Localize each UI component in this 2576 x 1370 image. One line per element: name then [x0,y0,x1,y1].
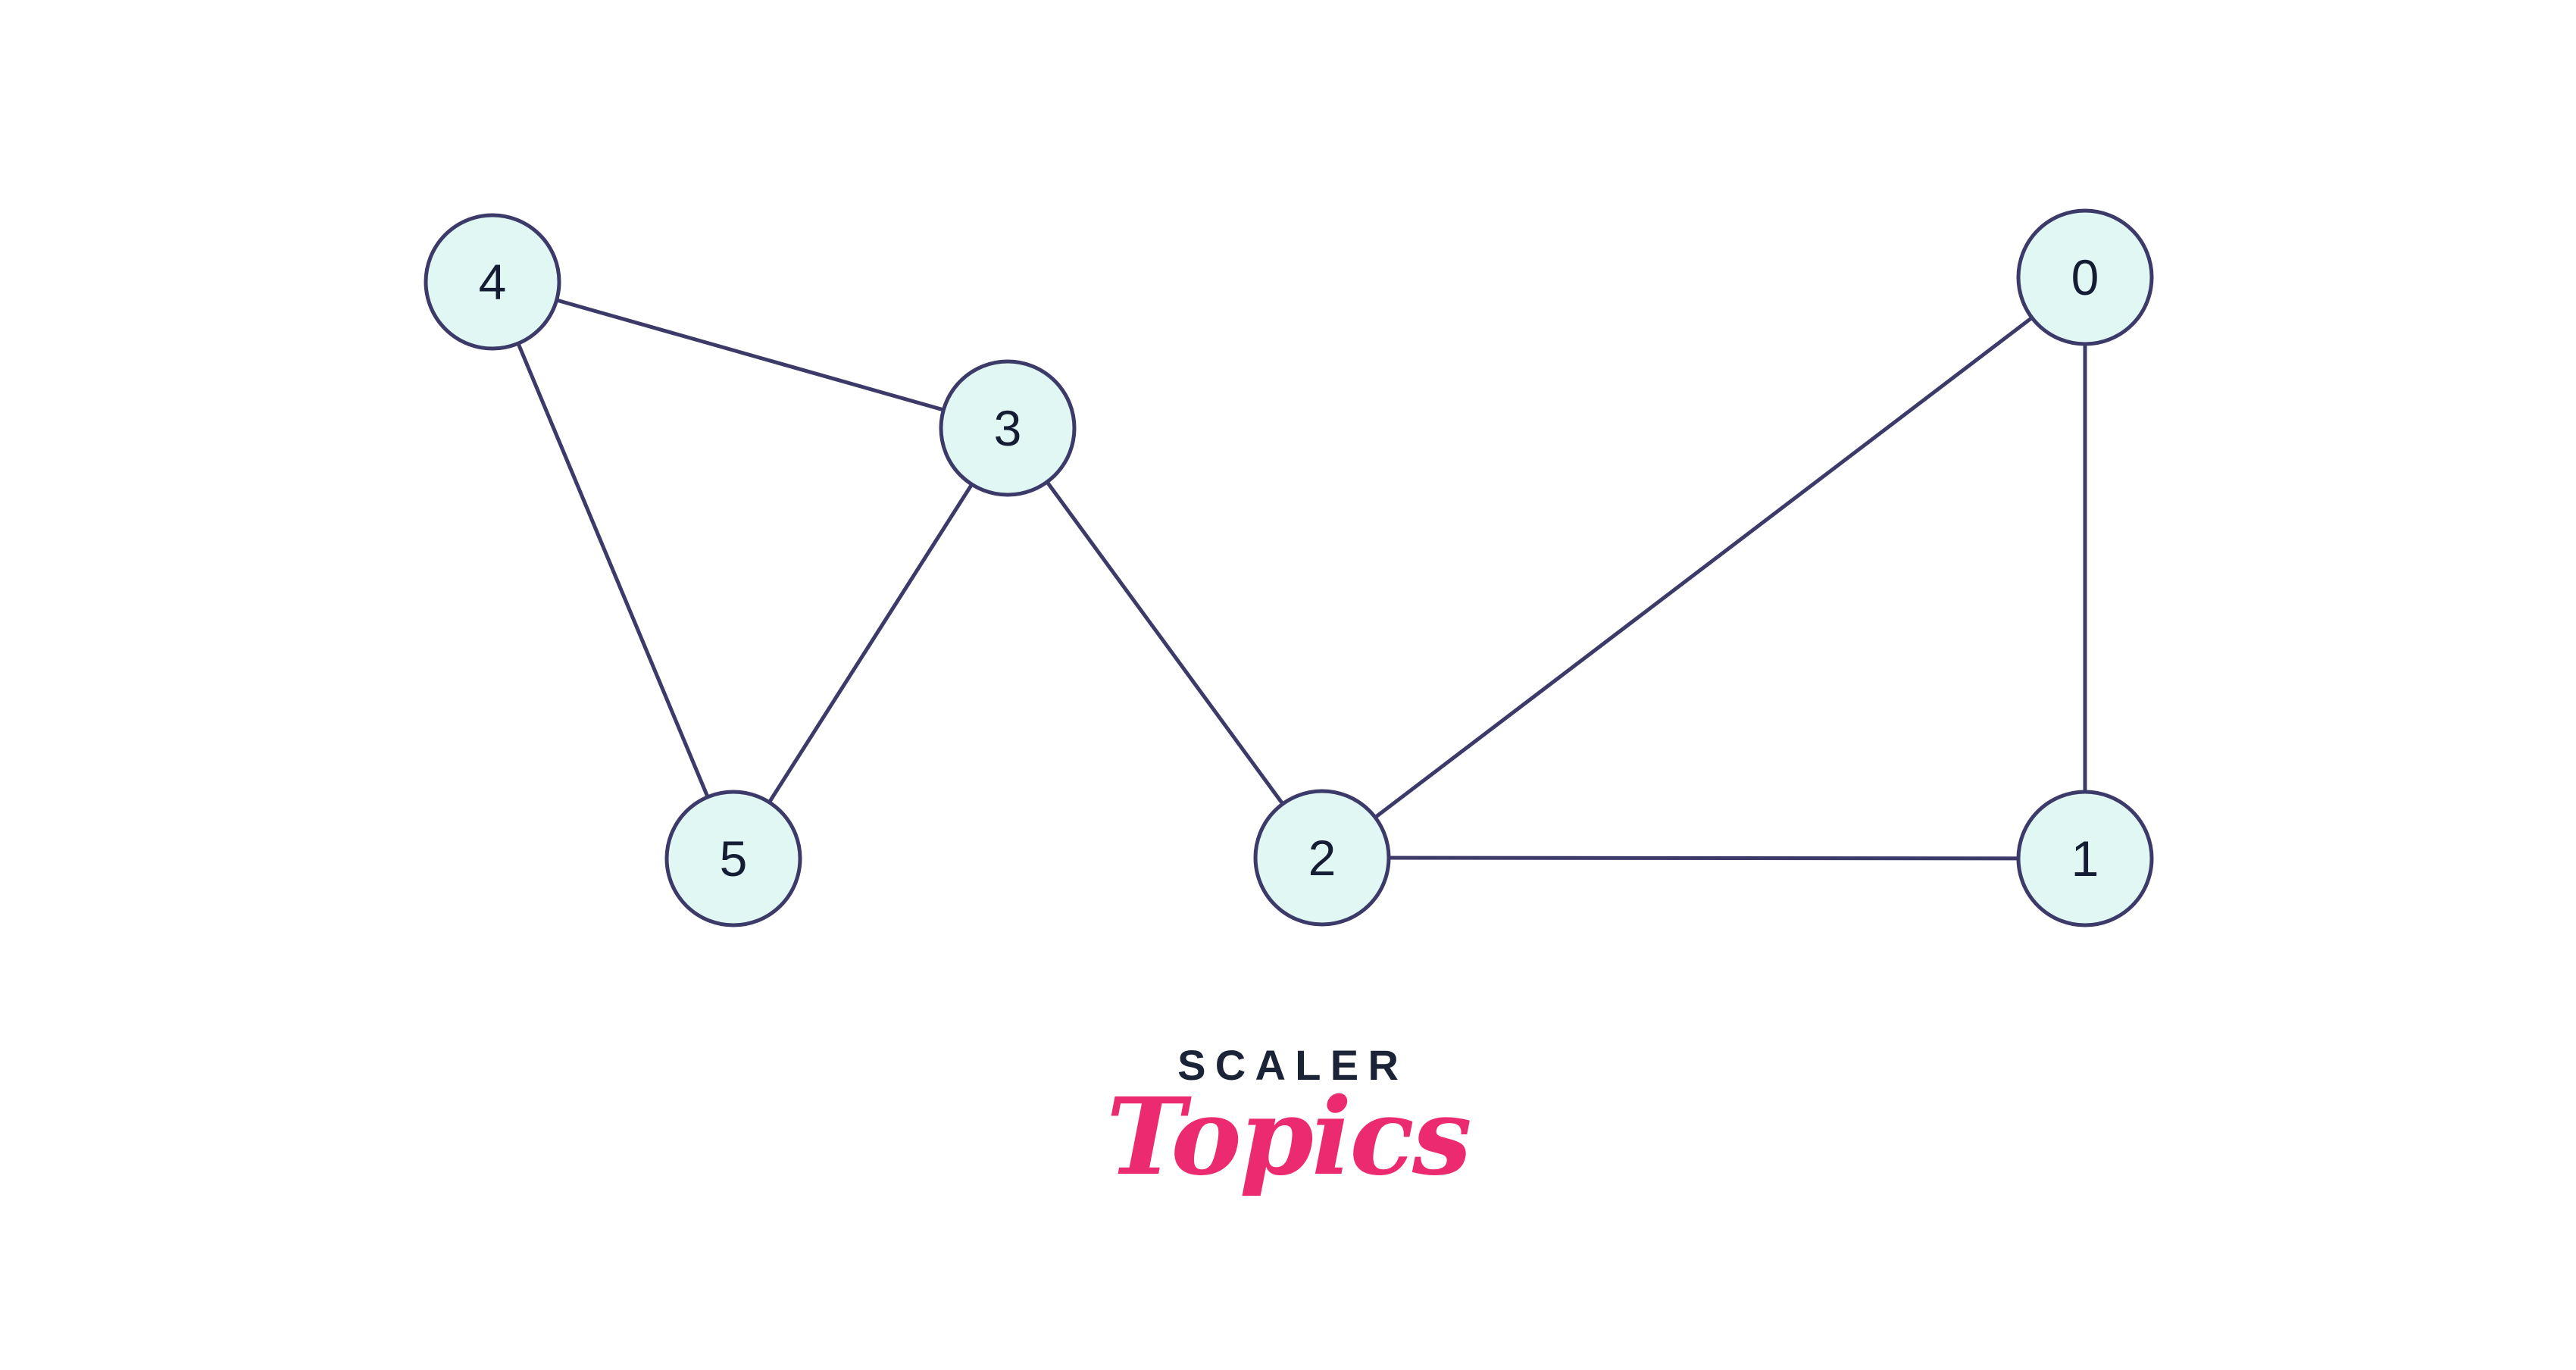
edge-4-5 [490,281,736,859]
edge-3-2 [1005,427,1324,859]
node-label-2: 2 [1308,830,1336,886]
node-circle-5 [664,790,802,927]
node-circle-4 [424,213,561,351]
node-label-4: 4 [479,254,507,310]
scaler-topics-logo: SCALER Topics [1106,1041,1472,1200]
node-circle-1 [2016,790,2154,927]
graph-node-0: 0 [2016,208,2154,346]
node-label-5: 5 [720,830,748,887]
edge-2-1 [1321,855,2086,861]
graph-node-1: 1 [2016,790,2154,927]
graph-node-4: 4 [424,213,561,351]
graph-node-5: 5 [664,790,802,927]
graph-node-2: 2 [1253,789,1391,927]
node-circle-0 [2016,208,2154,346]
graph-node-3: 3 [939,359,1077,497]
node-label-1: 1 [2071,830,2099,887]
edge-4-3 [492,280,1008,430]
node-circle-3 [939,359,1077,497]
nodes-layer: 4 3 5 2 0 1 [424,208,2154,927]
logo-text-scaler: SCALER [1177,1041,1408,1089]
logo-text-topics: Topics [1106,1075,1472,1200]
node-label-3: 3 [994,400,1022,456]
edges-layer [490,276,2087,861]
node-label-0: 0 [2071,249,2099,305]
edge-3-5 [731,427,1010,860]
node-circle-2 [1253,789,1391,927]
edge-2-0 [1321,276,2087,859]
